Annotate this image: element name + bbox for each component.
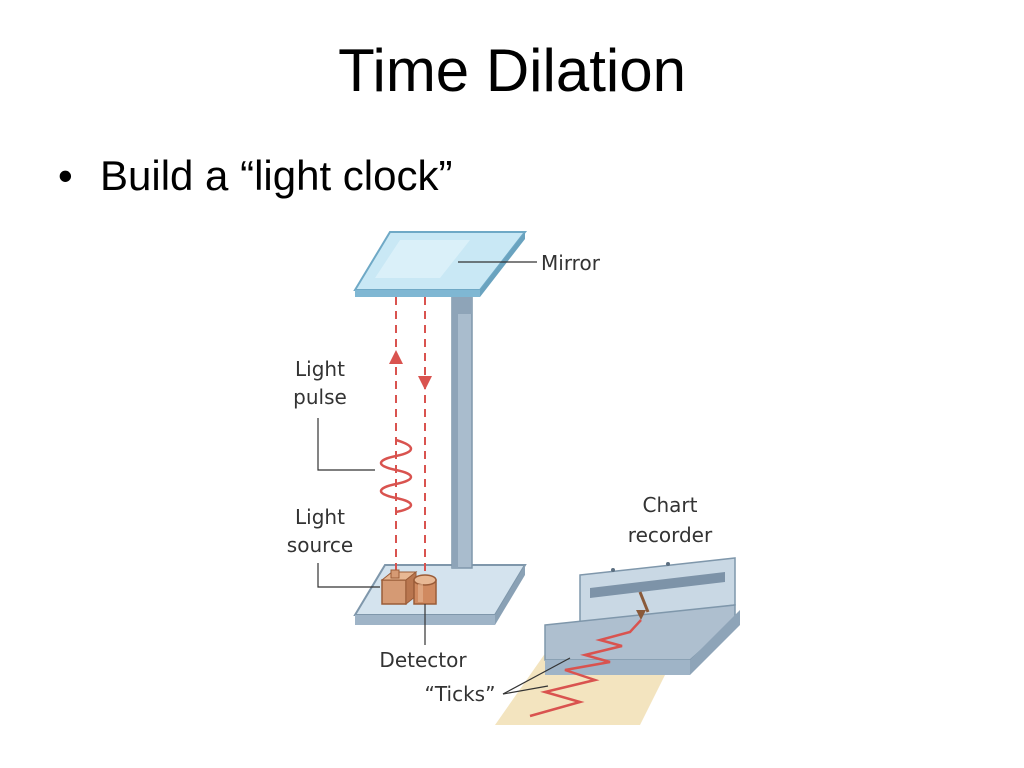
label-light-pulse-2: pulse [293,385,347,409]
down-arrow-icon [418,376,432,390]
detector [413,574,437,605]
label-light-source-1: Light [295,505,345,529]
light-pulse-wave [379,438,413,514]
support-post [451,289,473,569]
light-source [380,569,418,606]
light-beam-path [389,297,432,578]
label-chart-recorder-2: recorder [628,523,713,547]
tick-trace [529,619,642,718]
bullet-text: Build a “light clock” [100,152,453,199]
bullet-symbol: • [58,152,73,199]
mirror [353,231,528,297]
base-plate [353,564,527,625]
label-ticks: “Ticks” [425,682,496,706]
label-light-source-2: source [287,533,353,557]
label-chart-recorder-1: Chart [643,493,698,517]
up-arrow-icon [389,350,403,364]
label-mirror: Mirror [541,251,601,275]
label-light-pulse-1: Light [295,357,345,381]
label-detector: Detector [379,648,467,672]
chart-recorder [544,557,740,675]
pen-icon [636,610,646,620]
slide-title: Time Dilation [338,37,686,104]
bullet-item: • Build a “light clock” [58,152,452,200]
